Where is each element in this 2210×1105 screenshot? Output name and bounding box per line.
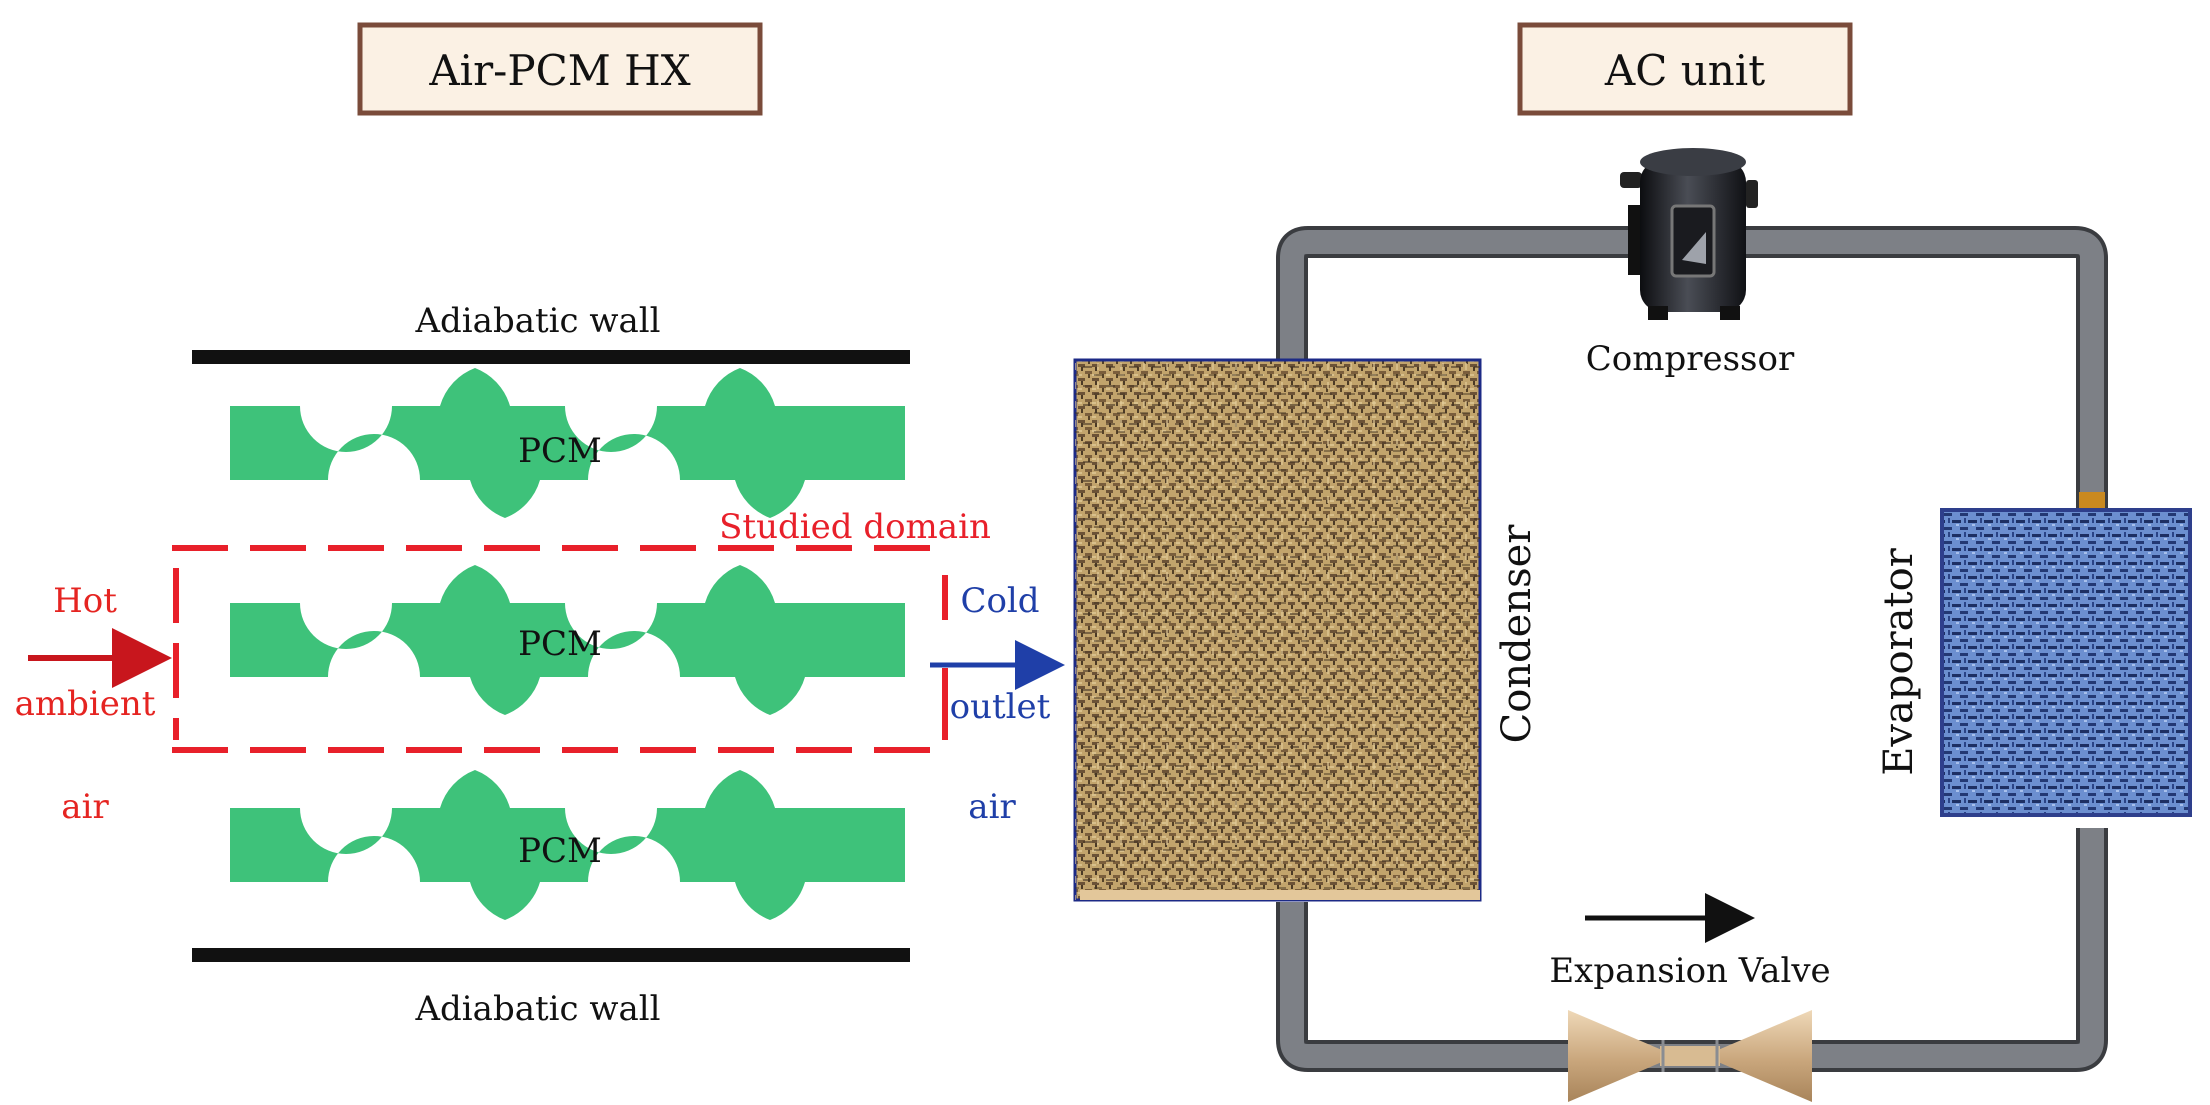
pcm-label-3: PCM <box>518 831 602 871</box>
right-title: AC unit <box>1604 46 1765 95</box>
top-adiabatic-wall <box>192 350 910 364</box>
compressor-icon <box>1620 148 1758 320</box>
inlet-label-line1: Hot <box>53 581 117 621</box>
evaporator-coil <box>1940 508 2192 817</box>
left-title: Air-PCM HX <box>428 46 690 95</box>
left-title-box: Air-PCM HX <box>357 22 763 116</box>
compressor-label: Compressor <box>1586 339 1795 379</box>
outlet-label-line3: air <box>968 787 1016 827</box>
condenser-coil <box>1073 358 1482 902</box>
expansion-valve-icon <box>1568 1010 1812 1102</box>
bottom-wall-label: Adiabatic wall <box>414 989 660 1029</box>
inlet-label-line3: air <box>61 787 109 827</box>
condenser-label: Condenser <box>1494 524 1540 744</box>
studied-domain-box <box>172 545 948 753</box>
studied-domain-label: Studied domain <box>719 507 991 547</box>
top-wall-label: Adiabatic wall <box>414 301 660 341</box>
expansion-valve-label: Expansion Valve <box>1549 951 1830 991</box>
pcm-label-2: PCM <box>518 624 602 664</box>
right-title-box: AC unit <box>1517 22 1853 116</box>
outlet-label-line2: outlet <box>950 687 1051 727</box>
inlet-label-line2: ambient <box>15 684 156 724</box>
outlet-label-line1: Cold <box>960 581 1039 621</box>
evaporator-label: Evaporator <box>1876 547 1922 775</box>
bottom-adiabatic-wall <box>192 948 910 962</box>
pcm-label-1: PCM <box>518 431 602 471</box>
